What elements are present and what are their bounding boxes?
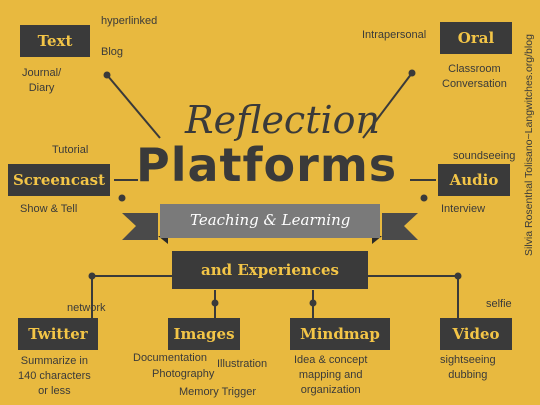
audio-label: Audio (449, 171, 499, 189)
ribbon-label: Teaching & Learning (190, 211, 351, 229)
text-note-hyperlinked: hyperlinked (101, 15, 158, 27)
screencast-note-tutorial: Tutorial (52, 144, 89, 156)
credit-text: Silvia Rosenthal Tolisano~Langwitches.or… (523, 34, 535, 256)
oral-note-classroom: Classroom Conversation (442, 63, 507, 90)
ribbon-left-tail (122, 213, 158, 240)
audio-note-interview: Interview (441, 203, 486, 215)
audio-box: Audio (438, 164, 510, 196)
video-box: Video (440, 318, 512, 350)
twitter-box: Twitter (18, 318, 98, 350)
screencast-dot (118, 194, 126, 202)
images-dot (211, 299, 219, 307)
oral-note-intrapersonal: Intrapersonal (362, 29, 427, 41)
ribbon-band (160, 204, 380, 238)
text-note-journal: Journal/ Diary (22, 67, 62, 94)
oral-label: Oral (457, 29, 495, 47)
mindmap-note-idea: Idea & concept mapping and organization (294, 354, 368, 396)
twitter-label: Twitter (28, 325, 88, 343)
screencast-box: Screencast (8, 164, 110, 196)
text-connector-dot (103, 71, 111, 79)
title-platforms: Platforms (136, 138, 398, 192)
text-box: Text (20, 25, 90, 57)
video-note-sightseeing: sightseeing dubbing (440, 354, 496, 381)
images-label: Images (173, 325, 235, 343)
text-connector (106, 74, 161, 139)
video-label: Video (452, 325, 500, 343)
images-note-documentation: Documentation (133, 352, 207, 364)
images-note-photography: Photography (152, 368, 215, 380)
screencast-label: Screencast (12, 171, 106, 189)
screencast-note-showtell: Show & Tell (20, 203, 78, 215)
video-note-selfie: selfie (486, 298, 512, 310)
ribbon-right-tail (382, 213, 418, 240)
mindmap-label: Mindmap (300, 325, 380, 343)
audio-note-soundseeing: soundseeing (453, 150, 516, 162)
subtitle-label: and Experiences (201, 261, 339, 279)
mindmap-dot (309, 299, 317, 307)
twitter-note-network: network (67, 302, 106, 314)
images-note-illustration: Illustration (217, 358, 268, 370)
oral-connector (362, 72, 413, 139)
images-box: Images (168, 318, 240, 350)
text-note-blog: Blog (101, 46, 124, 58)
subtitle-box: and Experiences (172, 251, 368, 289)
audio-dot (420, 194, 428, 202)
images-note-memory: Memory Trigger (179, 386, 257, 398)
text-label: Text (37, 32, 73, 50)
twitter-note-summarize: Summarize in 140 characters or less (18, 355, 91, 397)
title-reflection: Reflection (185, 98, 380, 142)
oral-connector-dot (408, 69, 416, 77)
oral-box: Oral (440, 22, 512, 54)
mindmap-box: Mindmap (290, 318, 390, 350)
